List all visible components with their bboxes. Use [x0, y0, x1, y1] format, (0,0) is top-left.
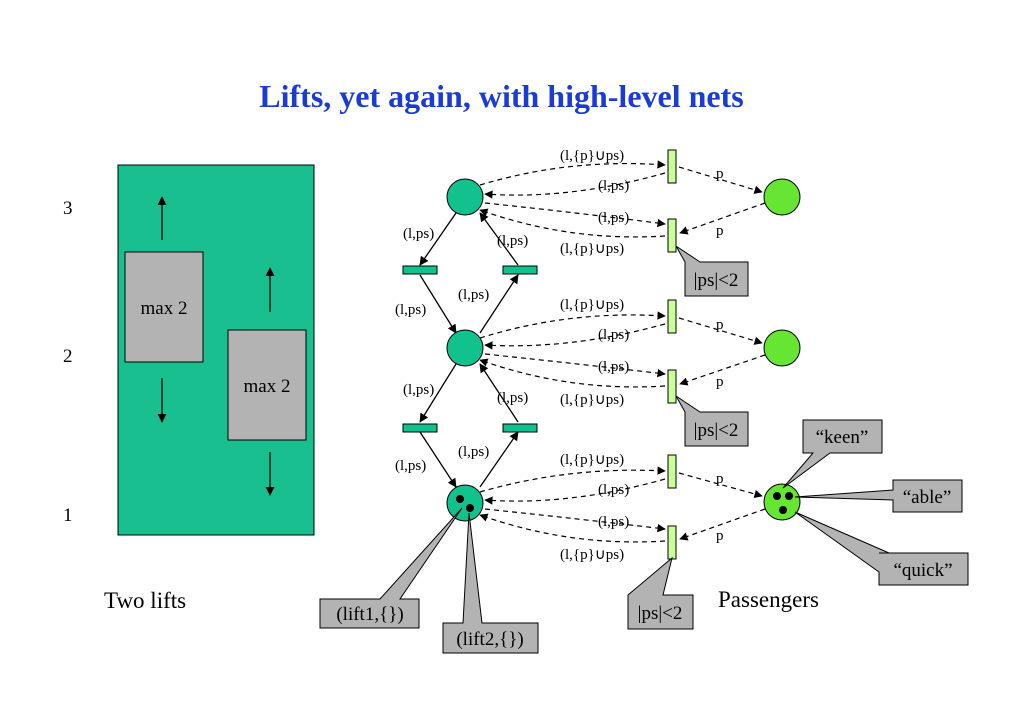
passenger-callout-keen [782, 419, 883, 489]
transition-bar [667, 218, 677, 253]
svg-text:(l,{p}∪ps): (l,{p}∪ps) [560, 241, 624, 257]
svg-text:|ps|<2: |ps|<2 [694, 420, 739, 441]
passenger-callout-quick [794, 511, 969, 586]
passenger-place-floor-1 [763, 483, 801, 521]
svg-text:(l,ps): (l,ps) [395, 458, 426, 474]
svg-text:p: p [716, 471, 724, 487]
passenger-place-floor-3 [763, 178, 801, 216]
guard-callout-1 [627, 556, 694, 630]
lift-transitions [402, 265, 538, 433]
passenger-place-floor-2 [763, 329, 801, 367]
transition-bar [667, 454, 677, 489]
floor-label-1: 1 [63, 505, 73, 526]
svg-text:(l,{p}∪ps): (l,{p}∪ps) [560, 547, 624, 563]
token-callouts [319, 507, 539, 654]
svg-text:p: p [716, 223, 724, 239]
lift-net-labels: (l,ps) (l,ps) (l,ps) (l,ps) (l,ps) (l,ps… [395, 226, 528, 474]
floor-labels: 3 2 1 [63, 198, 73, 526]
svg-text:(l,ps): (l,ps) [395, 302, 426, 318]
page-title: Lifts, yet again, with high-level nets [259, 78, 744, 114]
lift-box-2 [227, 329, 307, 441]
passengers-caption: Passengers [718, 587, 819, 612]
token-dot [466, 504, 474, 512]
lift-direction-arrows [157, 196, 275, 496]
svg-text:(l,{p}∪ps): (l,{p}∪ps) [560, 392, 624, 408]
svg-text:“keen”: “keen” [816, 427, 869, 448]
guard-callout-3 [675, 245, 749, 297]
guard-callout-2 [675, 395, 749, 447]
token-label-lift1: (lift1,{}) [336, 604, 403, 625]
lift-box-2-label: max 2 [244, 376, 291, 397]
lift-place-floor-2 [446, 329, 484, 367]
passenger-transitions [667, 149, 677, 560]
svg-text:(l,ps): (l,ps) [497, 233, 528, 249]
svg-text:(l,ps): (l,ps) [497, 390, 528, 406]
svg-text:p: p [716, 374, 724, 390]
transition-bar [402, 423, 438, 433]
lift-box-1 [124, 251, 204, 363]
guard-labels: |ps|<2 |ps|<2 |ps|<2 [638, 270, 739, 624]
svg-text:(l,ps): (l,ps) [403, 382, 434, 398]
floor-label-2: 2 [63, 346, 73, 367]
lift-places [446, 178, 484, 522]
passenger-callouts [782, 419, 969, 586]
passenger-places [763, 178, 801, 521]
token-dot [456, 495, 464, 503]
token-callout-lift1 [319, 507, 463, 629]
svg-text:|ps|<2: |ps|<2 [694, 270, 739, 291]
svg-text:(l,ps): (l,ps) [598, 210, 629, 226]
lift-net-arcs [419, 212, 519, 488]
svg-text:(l,ps): (l,ps) [403, 226, 434, 242]
lifts-caption: Two lifts [104, 588, 186, 613]
svg-text:|ps|<2: |ps|<2 [638, 603, 683, 624]
transition-bar [667, 369, 677, 404]
token-dot [779, 506, 787, 514]
transition-bar [502, 265, 538, 275]
svg-text:(l,{p}∪ps): (l,{p}∪ps) [560, 148, 624, 164]
token-label-lift2: (lift2,{}) [456, 629, 523, 650]
svg-text:(l,ps): (l,ps) [598, 482, 629, 498]
svg-text:“quick”: “quick” [893, 560, 952, 581]
token-dot [785, 492, 793, 500]
svg-text:p: p [716, 528, 724, 544]
transition-bar [402, 265, 438, 275]
guard-callouts [627, 245, 749, 630]
svg-text:p: p [716, 317, 724, 333]
passenger-arcs [479, 160, 766, 543]
svg-text:(l,ps): (l,ps) [598, 178, 629, 194]
svg-text:(l,ps): (l,ps) [598, 327, 629, 343]
lift-box-1-label: max 2 [141, 298, 188, 319]
svg-text:(l,ps): (l,ps) [458, 444, 489, 460]
svg-text:(l,ps): (l,ps) [458, 287, 489, 303]
transition-bar [667, 525, 677, 560]
transition-bar [667, 149, 677, 184]
svg-text:p: p [716, 166, 724, 182]
token-callout-lift2 [442, 512, 539, 654]
svg-text:(l,ps): (l,ps) [598, 514, 629, 530]
floor-label-3: 3 [63, 198, 73, 219]
passenger-callout-able [794, 479, 963, 513]
svg-text:(l,ps): (l,ps) [598, 359, 629, 375]
transition-bar [502, 423, 538, 433]
svg-text:(l,{p}∪ps): (l,{p}∪ps) [560, 297, 624, 313]
transition-bar [667, 299, 677, 334]
svg-text:(l,{p}∪ps): (l,{p}∪ps) [560, 452, 624, 468]
lift-place-floor-1 [446, 484, 484, 522]
lift-place-floor-3 [446, 178, 484, 216]
passenger-arc-labels: (l,{p}∪ps) (l,ps) (l,ps) (l,{p}∪ps) p p … [560, 148, 724, 563]
token-dot [773, 492, 781, 500]
svg-text:“able”: “able” [903, 487, 952, 508]
passenger-labels: “keen” “able” “quick” [816, 427, 953, 581]
